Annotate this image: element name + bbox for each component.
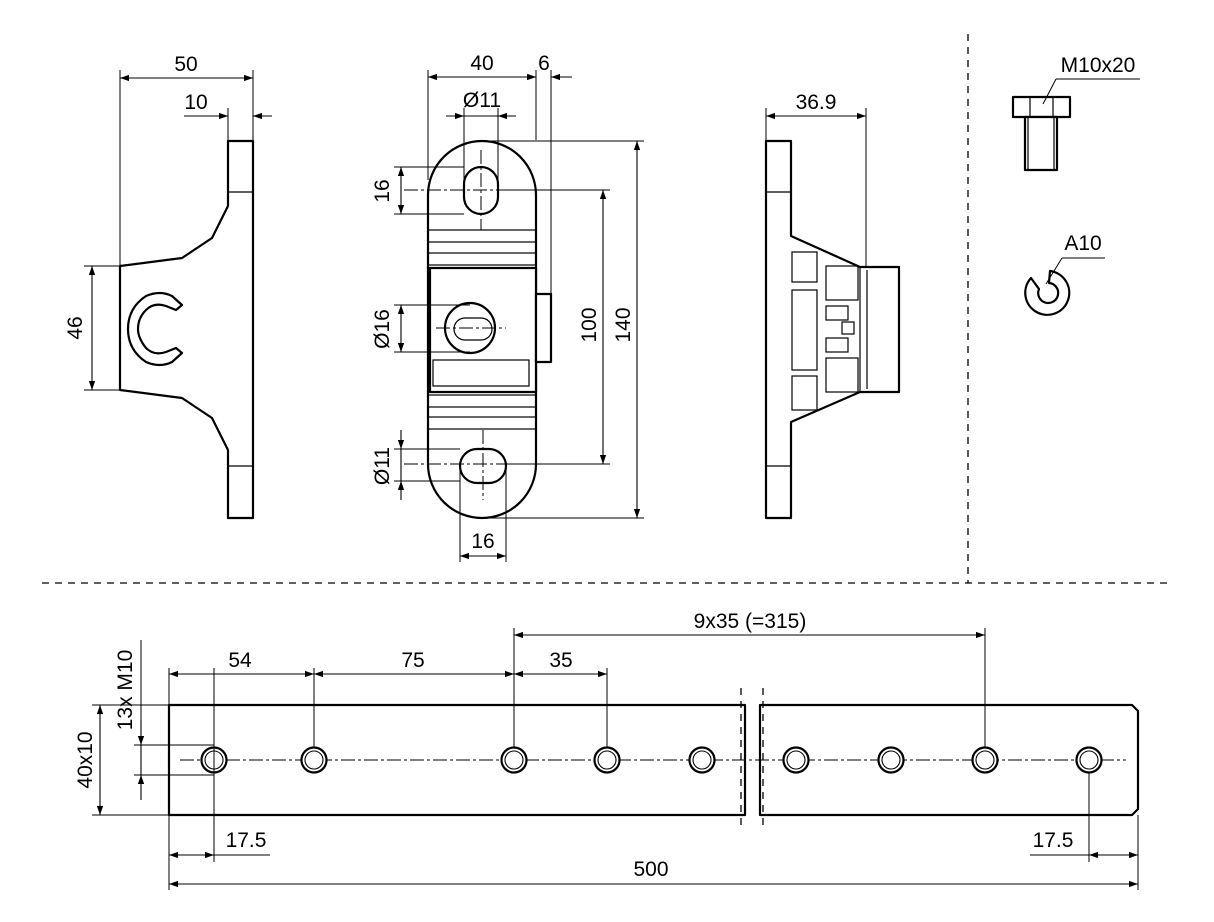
dim-length-140: 140 [612,307,635,342]
dim-edge-right: 17.5 [1033,829,1074,852]
dim-thread-count: 13x M10 [114,650,137,731]
dim-flange-10: 10 [184,91,207,114]
profile-view-outline [764,139,901,520]
side-view-outline [118,139,255,520]
washer-label: A10 [1064,232,1101,255]
dim-slot-top-length: 16 [371,179,394,202]
washer: A10 [1024,232,1105,316]
bolt-shank [1023,115,1059,172]
profile-view: 36.9 [764,91,901,520]
front-view-side-tab [534,292,553,364]
bolt: M10x20 [1011,54,1140,172]
dim-pitch-total: 9x35 (=315) [694,610,807,633]
rail-view: 9x35 (=315) 54 75 35 13x M10 40x10 17.5 … [74,610,1140,890]
side-view-hook [126,291,184,367]
dim-slot-bottom-dia: Ø11 [371,447,394,485]
dim-slot-bottom-length: 16 [471,530,494,553]
dim-cross-section: 40x10 [74,731,97,788]
dim-length-500: 500 [633,858,668,881]
dim-center-distance: 100 [578,307,601,342]
dim-width-40: 40 [470,52,493,75]
dim-height-46: 46 [64,316,87,339]
dim-pitch: 35 [549,649,572,672]
bolt-head [1011,95,1072,119]
dim-width-50: 50 [174,53,197,76]
rail-holes [200,746,1103,774]
dim-first-pitch: 54 [228,649,252,672]
front-view: 40 6 Ø11 16 Ø16 Ø11 100 140 16 [371,52,644,562]
washer-ring [1024,269,1071,316]
dim-depth-36-9: 36.9 [796,91,837,114]
bolt-label: M10x20 [1061,54,1136,77]
dim-center-hole: Ø16 [371,309,394,349]
dim-offset-6: 6 [538,52,550,75]
side-view: 50 10 46 [64,53,272,520]
dim-slot-top-dia: Ø11 [463,89,501,112]
dim-edge-left: 17.5 [226,829,267,852]
dim-second-pitch: 75 [401,649,424,672]
